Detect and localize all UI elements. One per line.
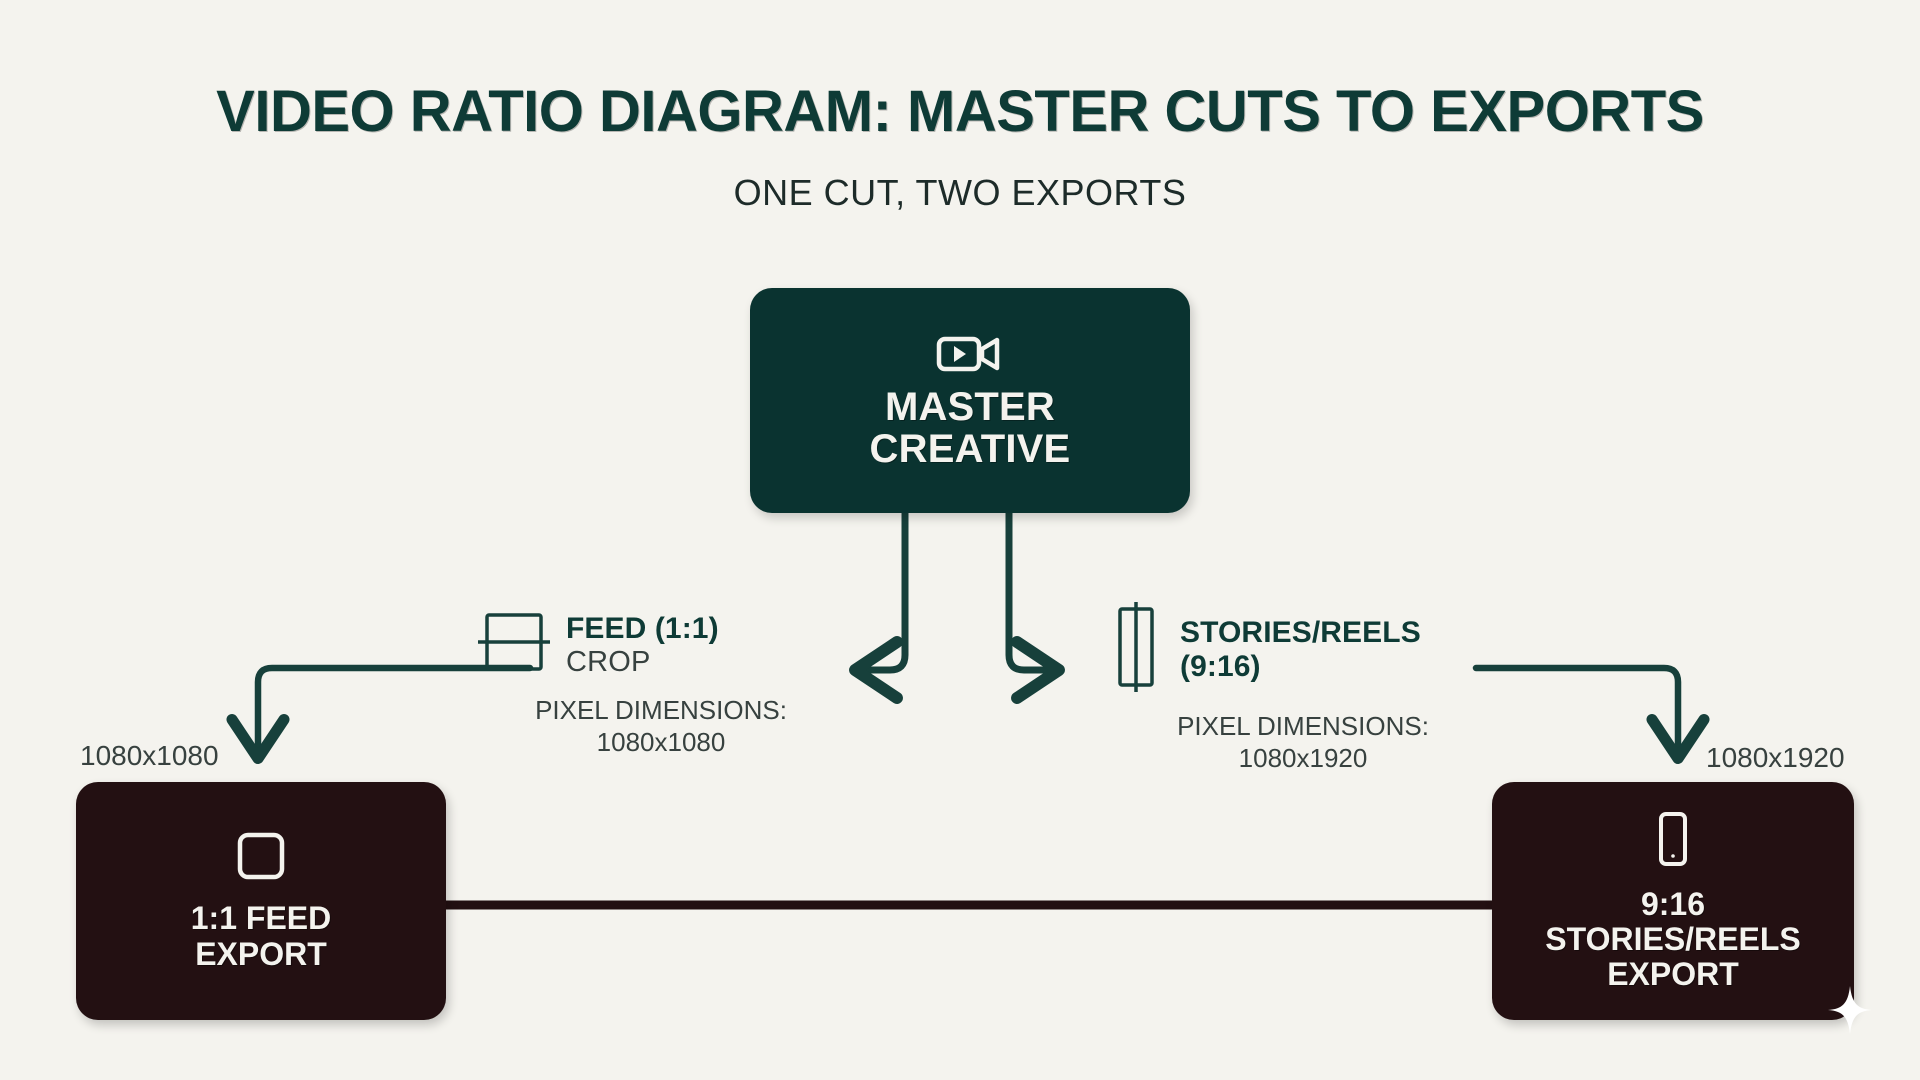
branch-stories-text: STORIES/REELS (9:16) (1180, 616, 1421, 683)
export-feed-label: 1:1 FEED EXPORT (190, 900, 332, 972)
branch-stories: STORIES/REELS (9:16) PIXEL DIMENSIONS: 1… (1108, 602, 1468, 774)
video-camera-icon (936, 332, 1004, 376)
phone-icon (1653, 810, 1693, 873)
square-crop-icon (478, 610, 550, 681)
vertical-frame-icon (1108, 602, 1164, 697)
branch-feed-dimensions: PIXEL DIMENSIONS: 1080x1080 (535, 695, 787, 757)
callout-feed-dimensions: 1080x1080 (80, 740, 219, 771)
branch-feed-name: FEED (1:1) (566, 612, 719, 646)
branch-feed: FEED (1:1) CROP PIXEL DIMENSIONS: 1080x1… (478, 610, 826, 758)
page-subtitle: ONE CUT, TWO EXPORTS (733, 172, 1187, 213)
export-node-feed[interactable]: 1:1 FEED EXPORT (76, 782, 446, 1020)
branch-feed-head: FEED (1:1) CROP (478, 610, 826, 681)
sparkle-icon (1828, 986, 1872, 1034)
connector-master-to-feed (849, 509, 909, 704)
connector-master-to-stories (1005, 509, 1065, 704)
export-node-stories[interactable]: 9:16 STORIES/REELS EXPORT (1492, 782, 1854, 1020)
page-title: VIDEO RATIO DIAGRAM: MASTER CUTS TO EXPO… (216, 79, 1704, 144)
connector-stories-to-export (1472, 664, 1710, 765)
callout-stories-dimensions: 1080x1920 (1706, 742, 1845, 773)
master-creative-label: MASTER CREATIVE (869, 384, 1071, 471)
rounded-square-icon (235, 830, 287, 887)
branch-stories-head: STORIES/REELS (9:16) (1108, 602, 1468, 697)
branch-feed-sub: CROP (566, 646, 651, 679)
branch-stories-name: STORIES/REELS (9:16) (1180, 615, 1421, 683)
master-creative-node[interactable]: MASTER CREATIVE (750, 288, 1190, 513)
branch-feed-text: FEED (1:1) CROP (566, 612, 719, 678)
export-stories-label: 9:16 STORIES/REELS EXPORT (1545, 885, 1801, 993)
branch-stories-dimensions: PIXEL DIMENSIONS: 1080x1920 (1177, 711, 1429, 773)
